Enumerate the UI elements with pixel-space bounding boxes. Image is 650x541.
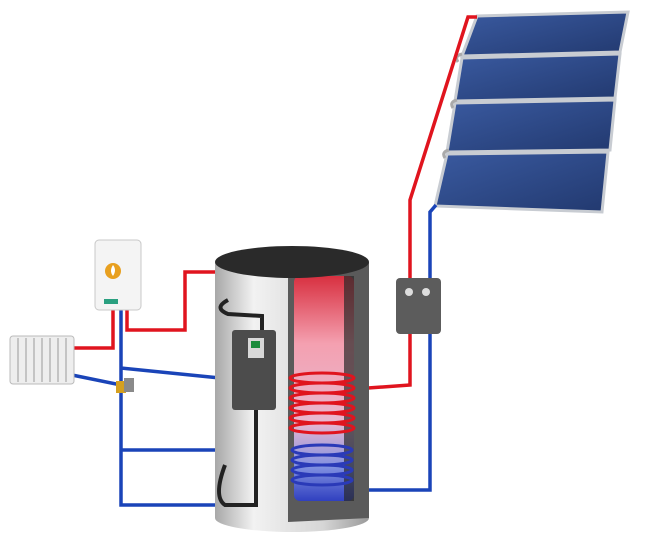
gauge-icon [422,288,430,296]
gauge-icon [405,288,413,296]
radiator [9,335,75,385]
tank-lid [215,246,369,278]
radiator-hot-pipe [72,308,115,350]
cold-return-pipe [71,308,221,507]
solar-panel [445,98,617,154]
solar-pump-station [396,278,441,334]
gas-boiler [94,239,142,311]
boiler-display [104,299,118,304]
solar-panel [459,10,630,58]
solar-panel [453,52,622,103]
controller-display [251,341,260,348]
boiler-to-tank-hot-pipe [125,270,220,332]
mixing-valve [116,378,134,393]
solar-cold-pipe [368,203,438,492]
sensor-cable [217,298,264,507]
solar-collectors [433,10,630,214]
solar-panel [433,150,610,214]
heat-exchanger-coil [288,371,356,487]
tank-controller [232,330,276,410]
solar-hot-pipe [367,15,477,390]
storage-tank [215,246,369,532]
